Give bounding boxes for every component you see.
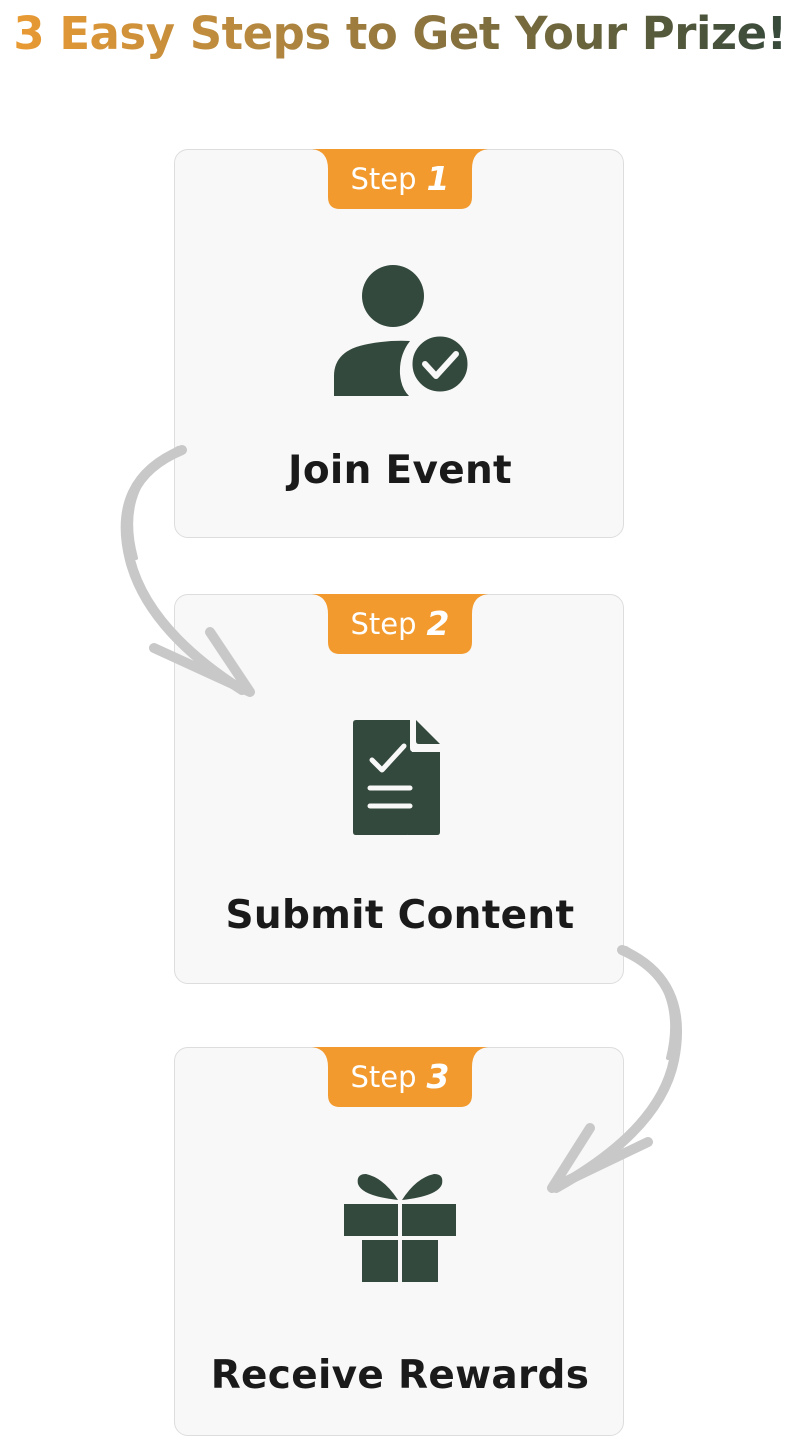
step-badge-2: Step 2 <box>312 594 488 655</box>
step-badge-shape <box>312 594 488 654</box>
step-title: Join Event <box>288 448 512 493</box>
step-badge-3: Step 3 <box>312 1047 488 1108</box>
step-card-1: Step 1 Join Event <box>174 149 624 538</box>
step-badge-number: 2 <box>426 604 450 643</box>
step-badge-shape <box>312 149 488 209</box>
step-badge-label: Step <box>350 161 417 196</box>
gift-icon <box>344 1174 456 1282</box>
curved-arrow-icon <box>120 445 255 697</box>
curved-arrow-icon <box>547 945 682 1193</box>
step-badge-label: Step <box>350 606 417 641</box>
step-title: Submit Content <box>225 893 575 938</box>
step-badge-number: 1 <box>426 159 450 198</box>
step-badge-1: Step 1 <box>312 149 488 210</box>
step-badge-label: Step <box>350 1059 417 1094</box>
document-check-icon <box>353 720 440 835</box>
step-card-3: Step 3 Receive Rewards <box>174 1047 624 1436</box>
user-check-icon <box>334 265 470 396</box>
step-card-2: Step 2 Submit Content <box>174 594 624 984</box>
step-badge-number: 3 <box>426 1057 450 1096</box>
step-title: Receive Rewards <box>210 1353 590 1398</box>
step-badge-shape <box>312 1047 488 1107</box>
page-title: 3 Easy Steps to Get Your Prize! <box>13 7 787 60</box>
